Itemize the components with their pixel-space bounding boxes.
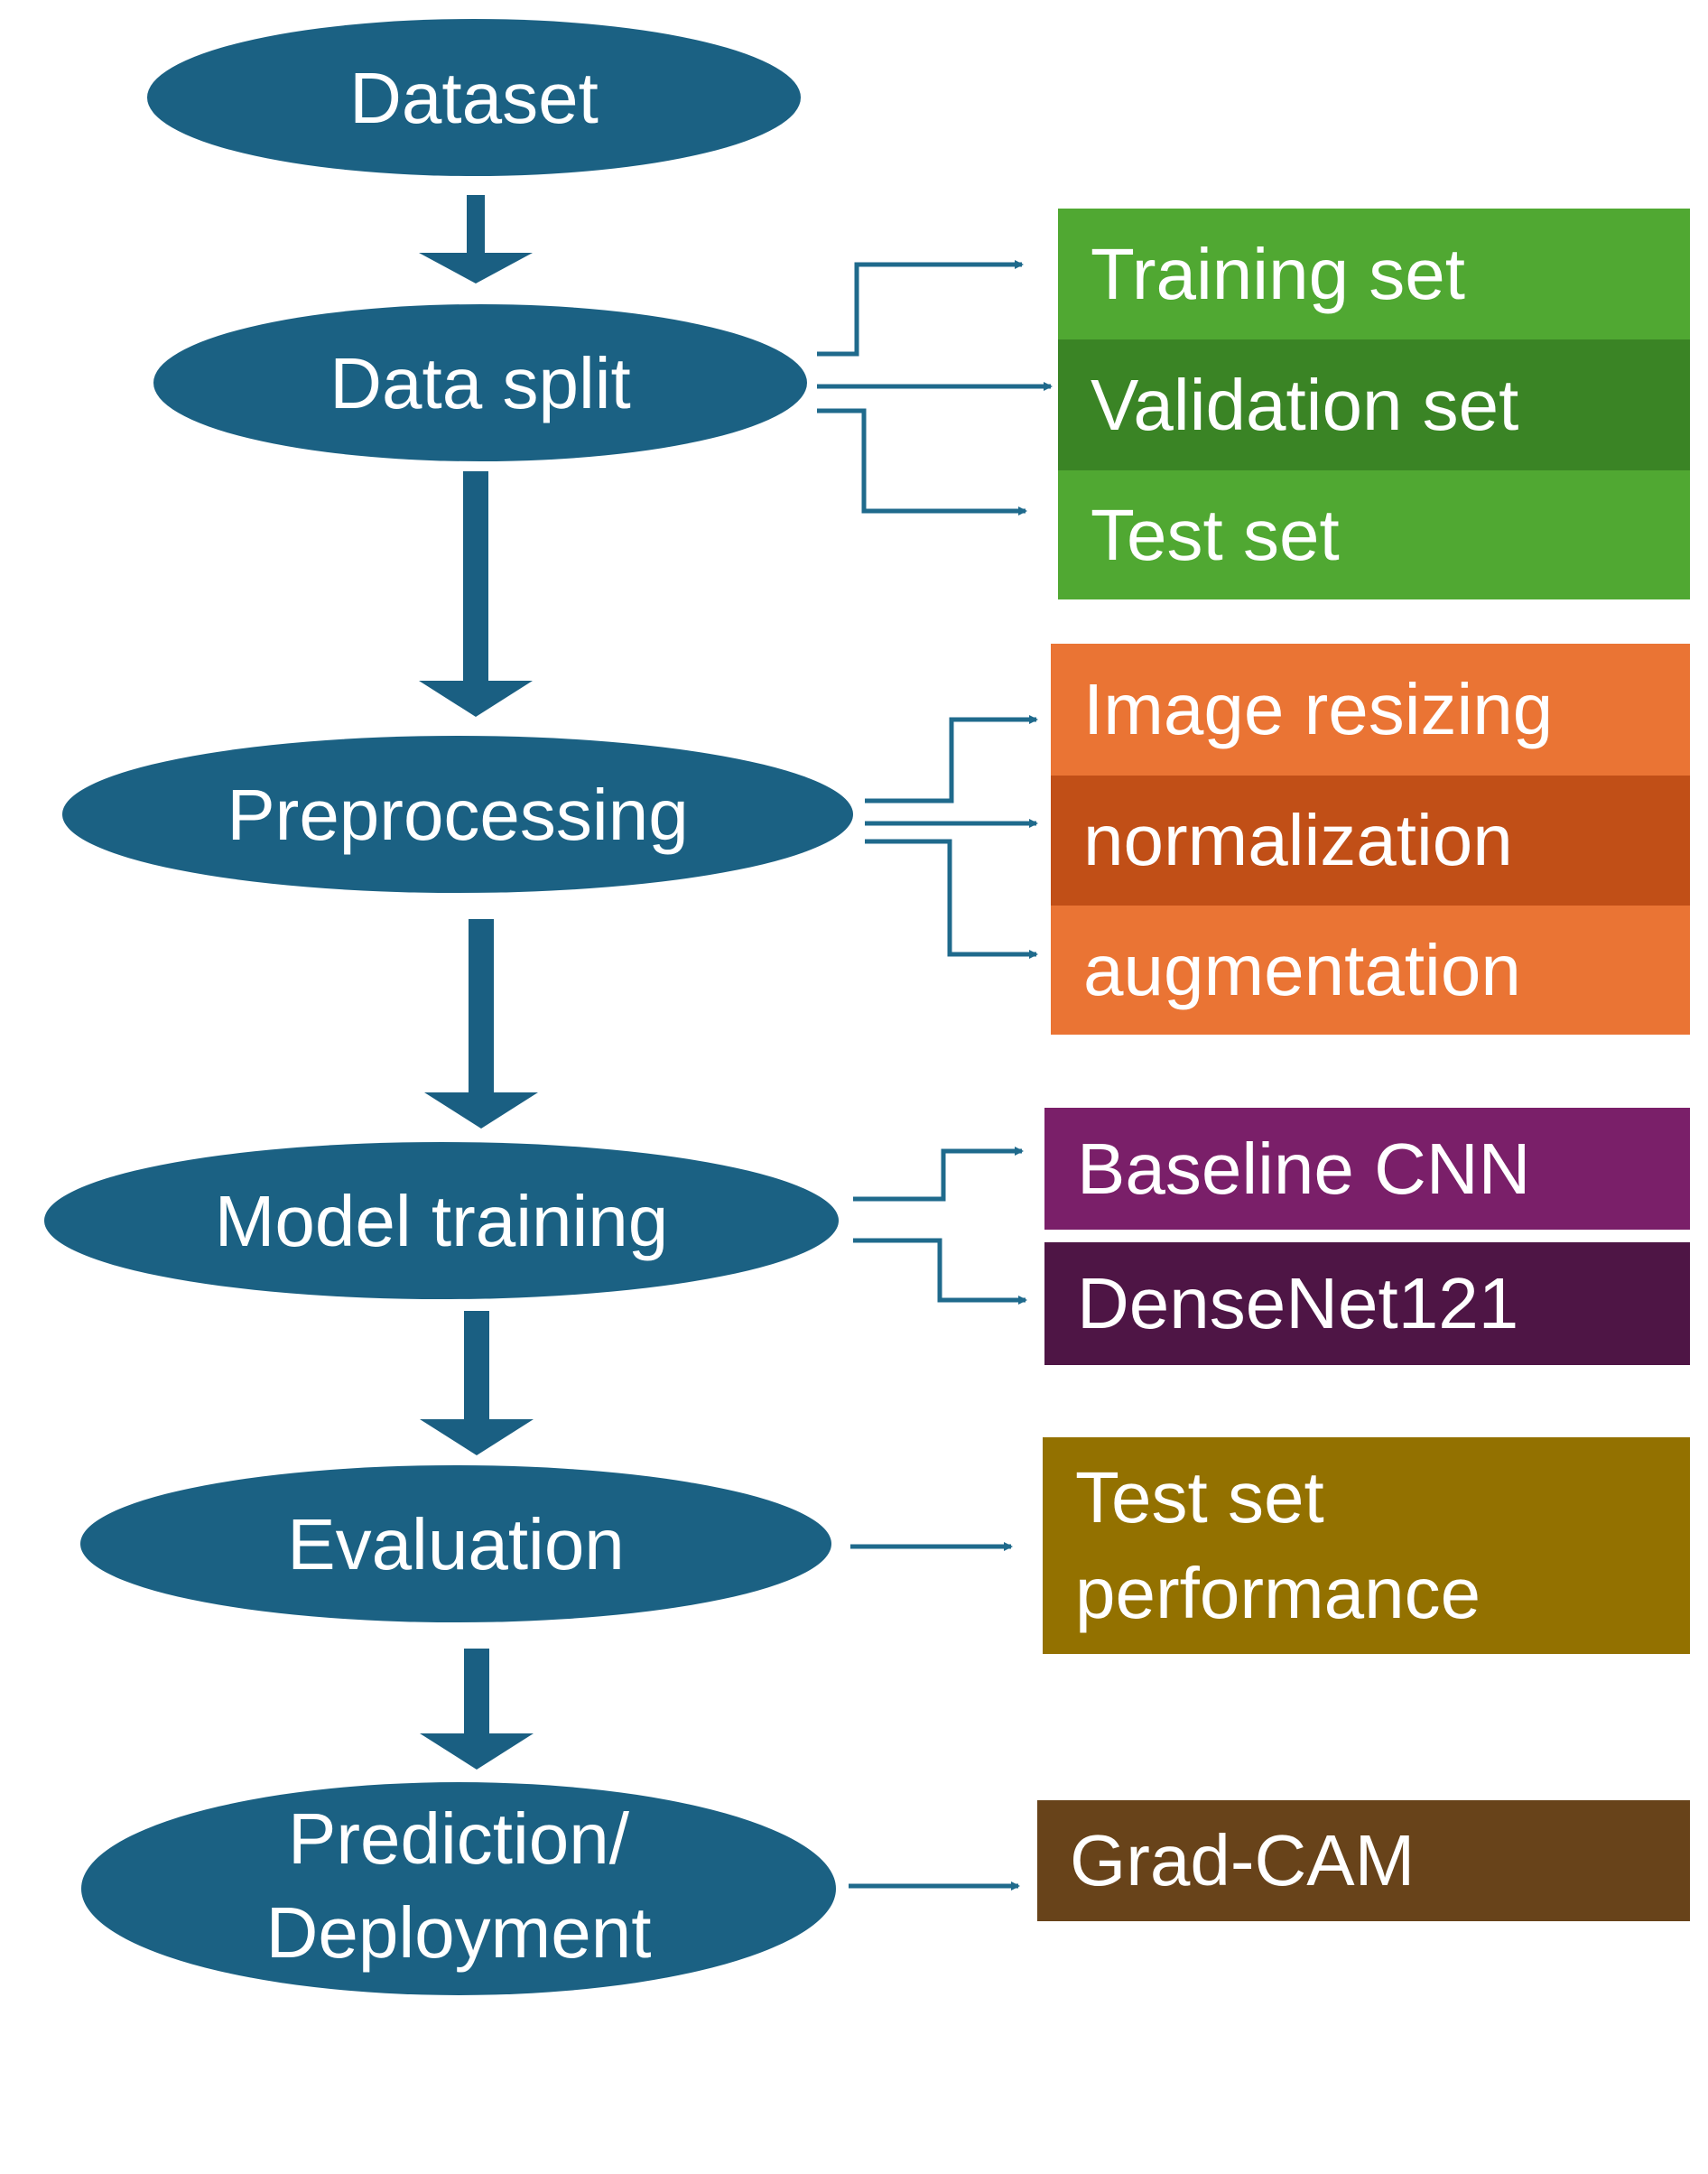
output-validation-set: Validation set [1058, 339, 1690, 470]
output-grad-cam-label: Grad-CAM [1070, 1820, 1416, 1900]
connector-to-augmentation [865, 839, 1038, 959]
node-prediction-label-line1: Prediction/ [288, 1798, 630, 1879]
arrow-datasplit-to-preprocessing [419, 471, 533, 717]
output-densenet121: DenseNet121 [1044, 1242, 1690, 1365]
output-baseline-cnn: Baseline CNN [1044, 1108, 1690, 1230]
output-training-set-label: Training set [1091, 233, 1465, 314]
output-test-set-performance-line2: performance [1075, 1553, 1481, 1633]
connector-to-test-set [817, 408, 1027, 516]
node-model-training: Model training [44, 1142, 839, 1299]
node-evaluation-label: Evaluation [287, 1504, 625, 1584]
output-test-set-performance-line1: Test set [1075, 1457, 1324, 1538]
node-data-split: Data split [153, 304, 807, 461]
output-test-set-performance: Test set performance [1043, 1437, 1690, 1654]
connector-to-training-set [817, 260, 1024, 357]
output-test-set: Test set [1058, 470, 1690, 599]
node-preprocessing: Preprocessing [62, 736, 853, 893]
output-augmentation: augmentation [1051, 906, 1690, 1035]
connector-data-split [817, 260, 1053, 516]
node-data-split-label: Data split [330, 343, 630, 423]
node-dataset: Dataset [147, 19, 801, 176]
connector-to-baseline-cnn [853, 1147, 1024, 1202]
connector-model-training [853, 1147, 1027, 1305]
arrow-model-training-to-evaluation [420, 1311, 534, 1455]
node-prediction-deployment: Prediction/ Deployment [81, 1782, 836, 1995]
output-validation-set-label: Validation set [1091, 364, 1519, 445]
connector-to-densenet121 [853, 1238, 1027, 1305]
node-model-training-label: Model training [215, 1181, 669, 1261]
output-densenet121-label: DenseNet121 [1077, 1263, 1519, 1343]
node-dataset-label: Dataset [349, 58, 599, 138]
output-grad-cam: Grad-CAM [1037, 1800, 1690, 1921]
output-augmentation-label: augmentation [1083, 929, 1521, 1010]
output-image-resizing-label: Image resizing [1083, 669, 1554, 749]
arrow-dataset-to-datasplit [419, 195, 533, 283]
output-normalization: normalization [1051, 776, 1690, 906]
connector-preprocessing [865, 715, 1038, 959]
output-image-resizing: Image resizing [1051, 644, 1690, 776]
node-evaluation: Evaluation [80, 1465, 831, 1622]
output-test-set-label: Test set [1091, 494, 1340, 575]
node-preprocessing-label: Preprocessing [227, 775, 688, 855]
output-baseline-cnn-label: Baseline CNN [1077, 1128, 1531, 1209]
output-normalization-label: normalization [1083, 800, 1513, 880]
connector-to-image-resizing [865, 715, 1038, 804]
node-prediction-label-line2: Deployment [266, 1892, 652, 1973]
arrow-evaluation-to-prediction [420, 1649, 534, 1770]
arrow-preprocessing-to-model-training [424, 919, 538, 1129]
output-training-set: Training set [1058, 209, 1690, 339]
